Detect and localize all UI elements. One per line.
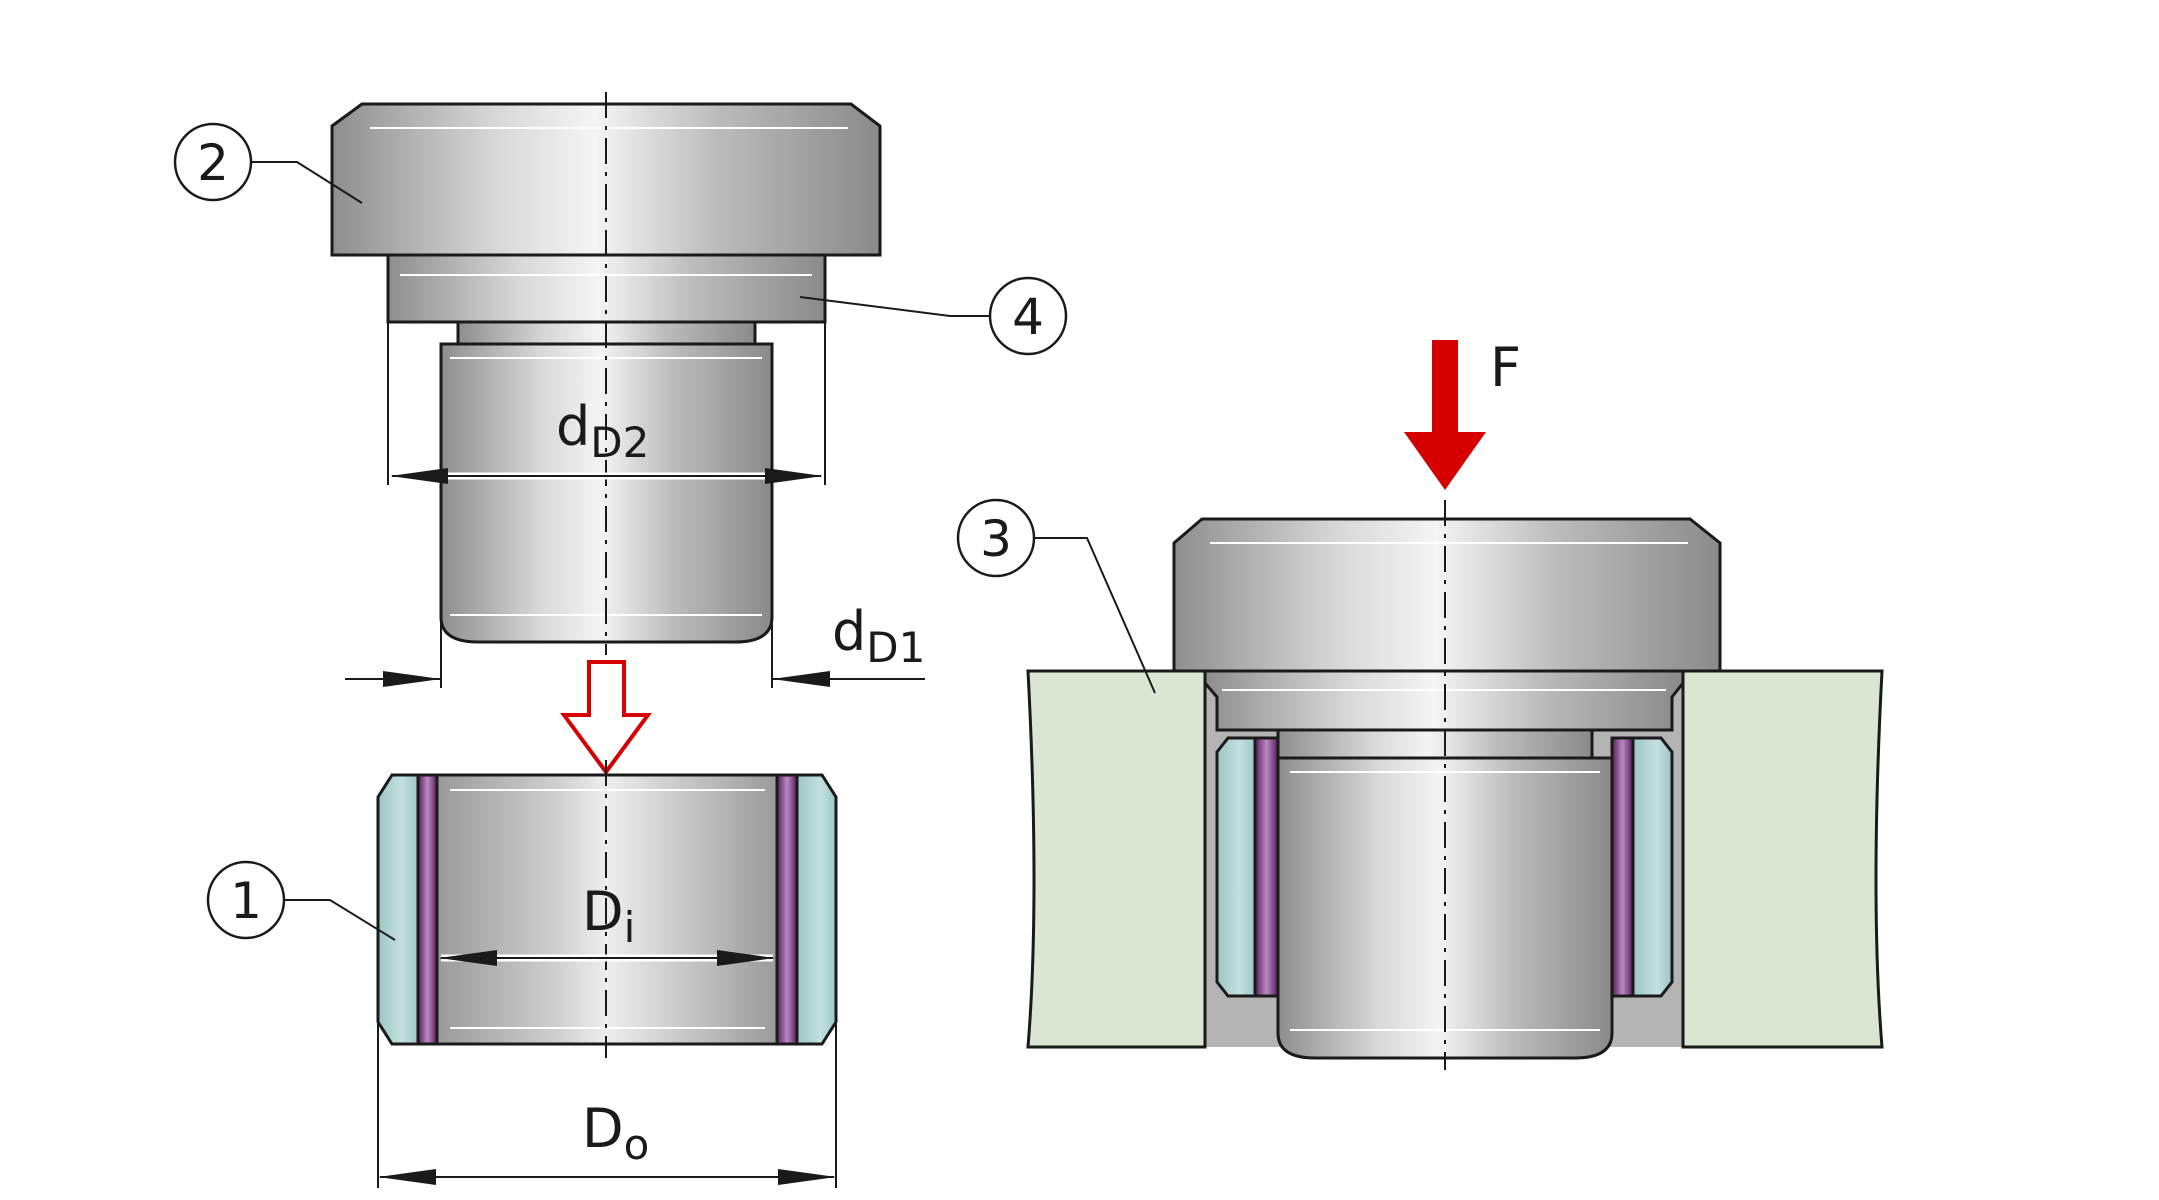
- callout-3: 3: [956, 498, 1156, 694]
- dim-dD2-label: dD2: [556, 395, 649, 467]
- dim-Di: [439, 950, 775, 966]
- svg-text:1: 1: [230, 872, 262, 930]
- bushing-highlights: [450, 789, 765, 1029]
- force-label: F: [1490, 336, 1521, 399]
- bushing-liner-right: [775, 773, 799, 1046]
- dim-dD1: [345, 600, 925, 688]
- bushing-liner-left: [416, 773, 439, 1046]
- force-arrow-icon: [1404, 340, 1486, 490]
- dim-dD2: [387, 322, 826, 485]
- housing-right: [1681, 669, 1884, 1049]
- svg-text:3: 3: [980, 510, 1012, 568]
- dim-Do: [377, 1022, 837, 1188]
- callout-4: 4: [799, 276, 1068, 356]
- dim-Di-label: Di: [582, 880, 635, 952]
- bushing-wall-right: [795, 773, 838, 1046]
- svg-text:4: 4: [1012, 288, 1044, 346]
- insertion-arrow-icon: [560, 660, 652, 776]
- dim-dD1-label: dD1: [832, 600, 925, 672]
- bushing-wall-left: [376, 773, 420, 1046]
- housing-left: [1026, 669, 1207, 1049]
- dim-Do-label: Do: [582, 1097, 649, 1169]
- pin-head: [330, 102, 882, 257]
- callout-2: 2: [173, 122, 363, 204]
- svg-text:2: 2: [197, 134, 229, 192]
- callout-1: 1: [206, 860, 396, 941]
